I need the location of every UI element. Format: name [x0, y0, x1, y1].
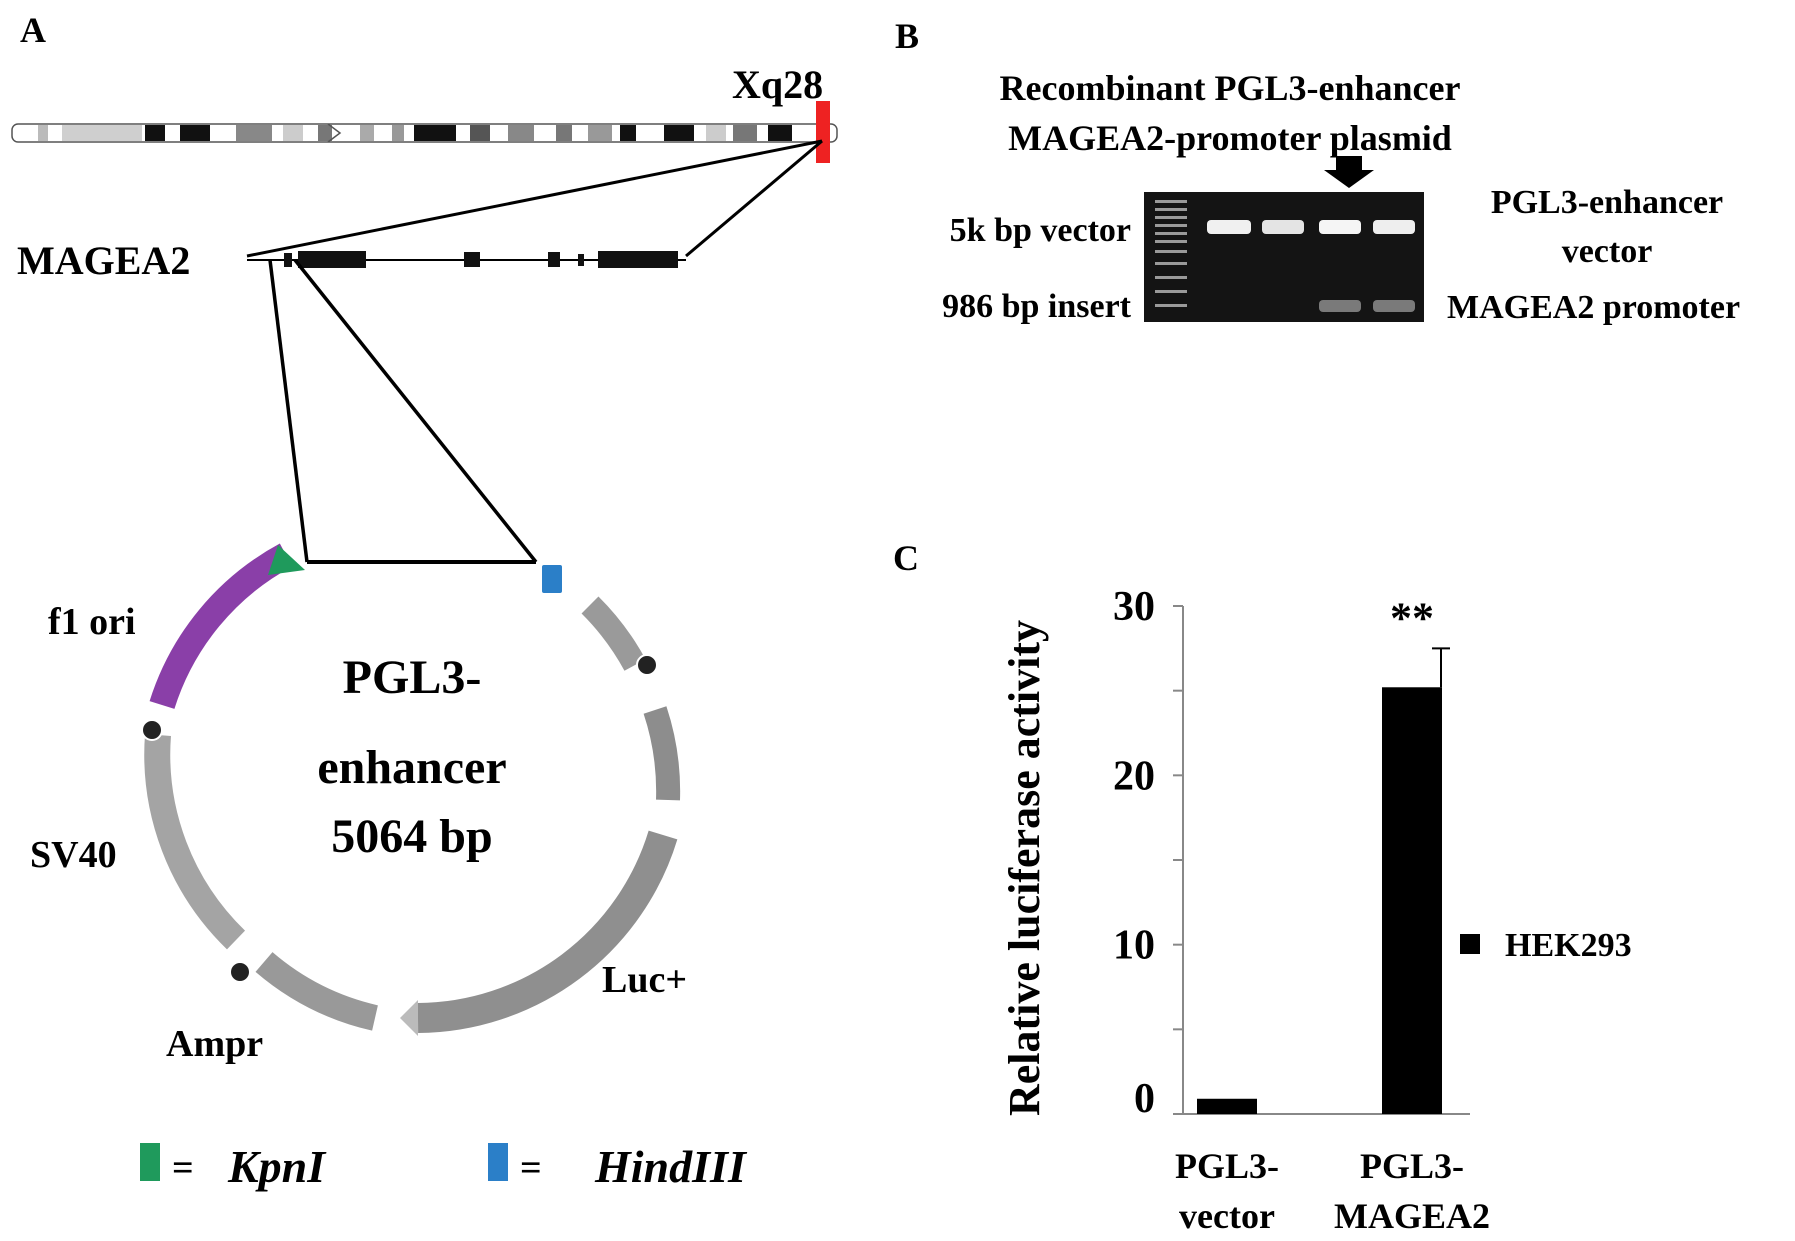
- kpn-legend-equals: =: [172, 1147, 194, 1189]
- hind-legend-label: HindIII: [594, 1141, 748, 1192]
- f1-ori-arrow: [149, 543, 293, 710]
- gel-lane-arrow: [1324, 156, 1374, 188]
- hind-legend-swatch: [488, 1143, 508, 1181]
- gel-label-vector-line2: vector: [1562, 233, 1653, 270]
- plasmid-name-line1: PGL3-: [343, 651, 482, 704]
- y-tick-label: 10: [1113, 923, 1155, 969]
- feature-label-sv40: SV40: [30, 834, 117, 876]
- luc-arrow: [417, 830, 678, 1033]
- kpn-site-marker: [268, 545, 305, 575]
- gel-label-promoter: MAGEA2 promoter: [1447, 289, 1740, 326]
- zoom-line-left: [246, 139, 823, 258]
- insert-line-right: [293, 258, 538, 564]
- y-tick-label: 20: [1113, 753, 1155, 799]
- kpn-legend-label: KpnI: [227, 1141, 327, 1192]
- gel-label-vector-size: 5k bp vector: [950, 212, 1131, 249]
- legend-label-hek293: HEK293: [1505, 927, 1632, 964]
- hind-legend-equals: =: [520, 1147, 542, 1189]
- hind-site-marker: [542, 565, 562, 593]
- panel-a-label: A: [20, 10, 46, 50]
- bar-pgl3-magea2: [1382, 687, 1442, 1114]
- bar-pgl3-vector: [1197, 1098, 1257, 1114]
- gel-label-insert-size: 986 bp insert: [942, 288, 1132, 325]
- panel-c-label: C: [893, 538, 919, 578]
- plasmid-map: [141, 543, 681, 1036]
- gel-label-vector-line1: PGL3-enhancer: [1491, 184, 1723, 221]
- bar-chart: 0 10 20 30 PGL3- vector PGL3- MAGEA2: [1113, 584, 1490, 1236]
- feature-label-ampr: Ampr: [166, 1023, 263, 1065]
- x-tick-label: PGL3-: [1175, 1146, 1279, 1186]
- x-tick-label: vector: [1179, 1196, 1275, 1236]
- x-tick-label: PGL3-: [1360, 1146, 1464, 1186]
- gene-structure: [247, 251, 686, 268]
- legend-swatch-hek293: [1460, 934, 1480, 954]
- zoom-line-right: [685, 139, 823, 258]
- gel-title-line2: MAGEA2-promoter plasmid: [1008, 118, 1452, 158]
- plasmid-size: 5064 bp: [331, 810, 492, 863]
- y-tick-label: 30: [1113, 584, 1155, 630]
- gel-title-line1: Recombinant PGL3-enhancer: [1000, 68, 1461, 108]
- feature-label-luc: Luc+: [602, 959, 687, 1001]
- insert-line-left: [268, 259, 309, 563]
- panel-b-label: B: [895, 16, 919, 56]
- feature-label-f1-ori: f1 ori: [48, 601, 136, 643]
- gel-image: [1144, 192, 1424, 322]
- chromosome-ideogram: [11, 123, 838, 143]
- y-tick-label: 0: [1134, 1076, 1155, 1122]
- x-tick-label: MAGEA2: [1334, 1196, 1490, 1236]
- xq28-band-marker: [816, 101, 830, 163]
- plasmid-name-line2: enhancer: [317, 741, 506, 794]
- sv40-arrow: [144, 734, 246, 950]
- chromosome-band-label: Xq28: [732, 62, 823, 107]
- ampr-arrow: [255, 952, 379, 1031]
- gene-label: MAGEA2: [17, 238, 190, 283]
- y-axis-label: Relative luciferase activity: [1000, 620, 1049, 1116]
- kpn-legend-swatch: [140, 1143, 160, 1181]
- significance-marker: **: [1390, 593, 1434, 642]
